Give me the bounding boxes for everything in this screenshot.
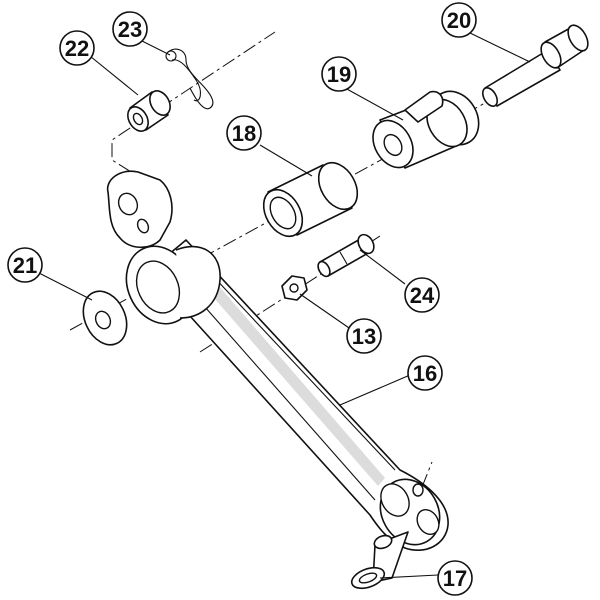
callout-20: 20 [441,2,477,38]
part-20-bolt [481,24,589,107]
callout-20-label: 20 [447,8,471,33]
callout-22-label: 22 [65,36,89,61]
callout-16-label: 16 [413,361,437,386]
part-22-collar [127,90,171,132]
callout-19: 19 [321,56,357,92]
part-16-arm [106,170,449,552]
part-24-pin [317,233,375,278]
callout-24-label: 24 [410,283,435,308]
callout-17: 17 [437,560,473,596]
callout-23: 23 [112,11,148,47]
part-23-r-clip [165,48,214,110]
callout-13-label: 13 [352,324,376,349]
part-19-flanged-bushing [372,90,480,169]
callout-16: 16 [407,355,443,391]
leader-lines [36,31,531,579]
callout-21-label: 21 [13,253,37,278]
callout-17-label: 17 [443,566,467,591]
callout-22: 22 [59,30,95,66]
callout-13: 13 [346,318,382,354]
callout-18-label: 18 [232,121,256,146]
callout-23-label: 23 [118,17,142,42]
part-18-bushing [262,161,359,238]
callout-21: 21 [7,247,43,283]
callout-24: 24 [404,277,440,313]
part-21-washer [82,290,128,346]
callout-19-label: 19 [327,62,351,87]
callout-18: 18 [226,115,262,151]
part-17-pin [350,531,409,590]
top-axis [111,31,276,186]
